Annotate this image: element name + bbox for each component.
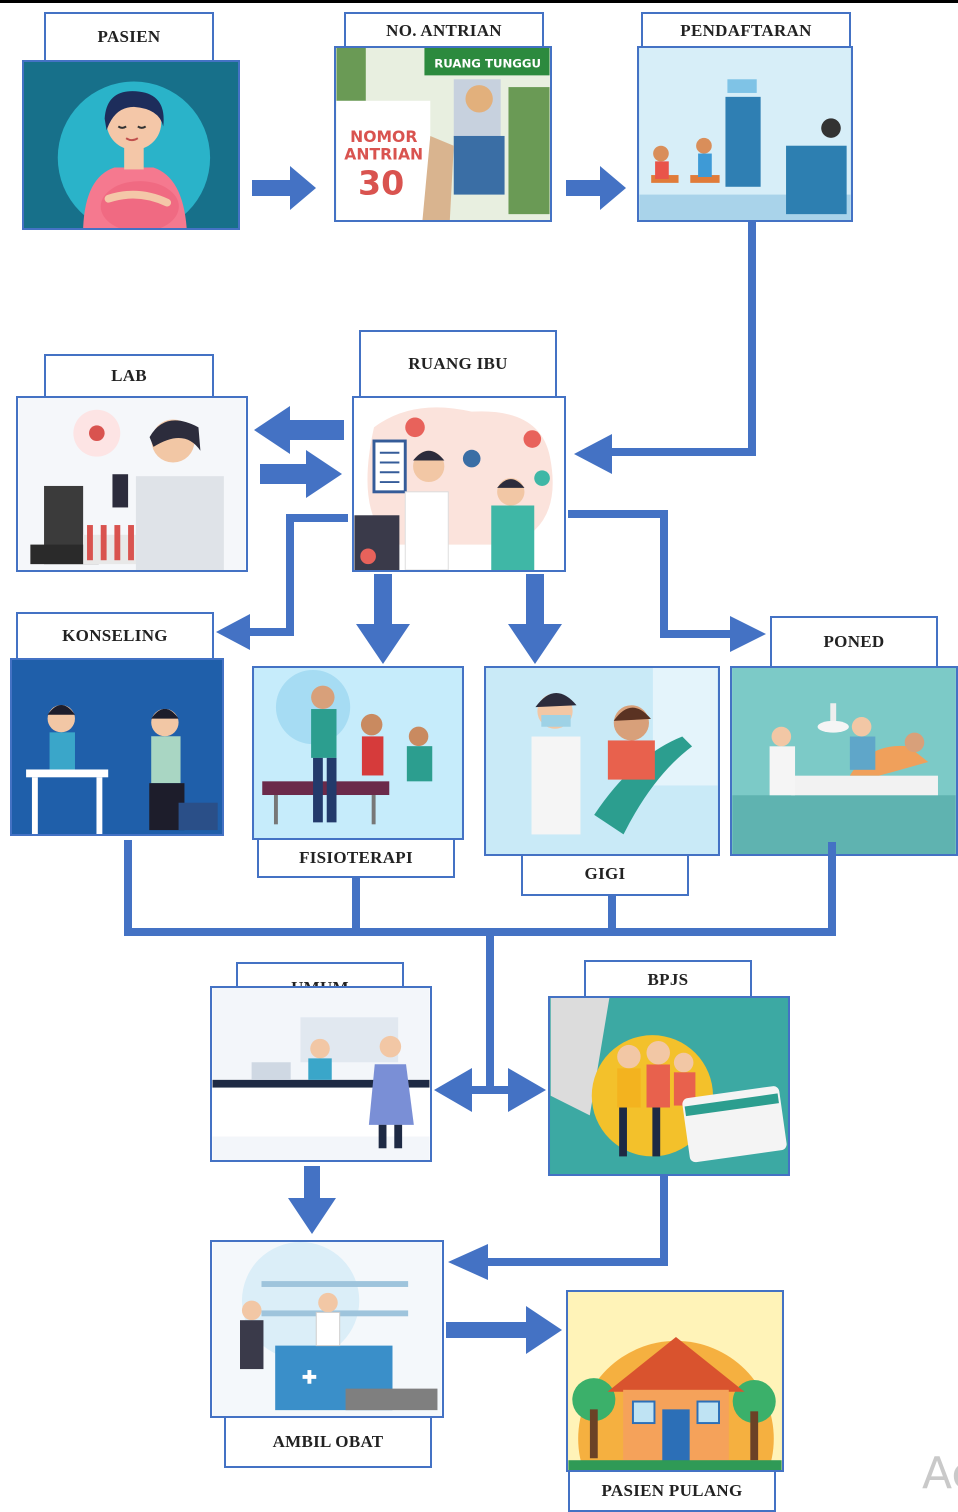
- node-label-lab: LAB: [44, 354, 214, 396]
- arrow-ruang-ibu-to-gigi: [508, 574, 562, 664]
- node-label-bpjs: BPJS: [584, 960, 752, 998]
- node-label-pasien: PASIEN: [44, 12, 214, 60]
- node-label-ruang-ibu: RUANG IBU: [359, 330, 557, 396]
- queue-number-illustration: RUANG TUNGGU NOMOR ANTRIAN 30: [334, 46, 552, 222]
- node-label-fisioterapi: FISIOTERAPI: [257, 840, 455, 878]
- arrow-into-ruang-ibu: [574, 434, 612, 474]
- registration-illustration: [637, 46, 853, 222]
- connector-merge-bus: [124, 840, 836, 936]
- pregnant-patient-illustration: [22, 60, 240, 230]
- connector-bpjs-to-ambil-obat: [484, 1176, 668, 1266]
- node-label-poned: PONED: [770, 616, 938, 666]
- connector-ruang-ibu-to-poned: [568, 510, 734, 638]
- arrow-ambil-obat-to-pasien-pulang: [446, 1306, 562, 1354]
- watermark-text: Ac: [922, 1448, 958, 1499]
- arrow-ruang-ibu-to-lab: [254, 406, 344, 454]
- queue-text-nomor: NOMOR: [350, 127, 417, 146]
- physiotherapy-illustration: [252, 666, 464, 840]
- connector-ruang-ibu-to-konseling: [248, 514, 348, 636]
- arrow-ruang-ibu-to-fisioterapi: [356, 574, 410, 664]
- laboratory-illustration: [16, 396, 248, 572]
- node-label-no-antrian: NO. ANTRIAN: [344, 12, 544, 48]
- connector-pendaftaran-to-ruang-ibu: [610, 222, 756, 456]
- arrow-umum-to-ambil-obat: [288, 1166, 336, 1234]
- arrow-pasien-to-antrian: [252, 166, 316, 210]
- arrow-antrian-to-pendaftaran: [566, 166, 626, 210]
- dental-illustration: [484, 666, 720, 856]
- arrow-into-poned: [730, 616, 766, 652]
- counseling-illustration: [10, 658, 224, 836]
- node-label-pasien-pulang: PASIEN PULANG: [568, 1472, 776, 1512]
- top-border-line: [0, 0, 958, 3]
- queue-sign-text: RUANG TUNGGU: [434, 57, 541, 71]
- queue-number-value: 30: [358, 164, 404, 203]
- emergency-obstetric-illustration: [730, 666, 958, 856]
- node-label-ambil-obat: AMBIL OBAT: [224, 1418, 432, 1468]
- queue-text-antrian: ANTRIAN: [344, 144, 423, 163]
- arrow-into-umum: [434, 1068, 472, 1112]
- arrow-into-konseling: [216, 614, 250, 650]
- arrow-into-bpjs: [508, 1068, 546, 1112]
- arrow-into-ambil-obat: [448, 1244, 488, 1280]
- going-home-illustration: [566, 1290, 784, 1472]
- node-label-konseling: KONSELING: [16, 612, 214, 658]
- maternal-room-illustration: [352, 396, 566, 572]
- general-clinic-illustration: [210, 986, 432, 1162]
- bpjs-insurance-illustration: [548, 996, 790, 1176]
- node-label-gigi: GIGI: [521, 854, 689, 896]
- pharmacy-illustration: [210, 1240, 444, 1418]
- node-label-pendaftaran: PENDAFTARAN: [641, 12, 851, 48]
- arrow-lab-to-ruang-ibu: [260, 450, 342, 498]
